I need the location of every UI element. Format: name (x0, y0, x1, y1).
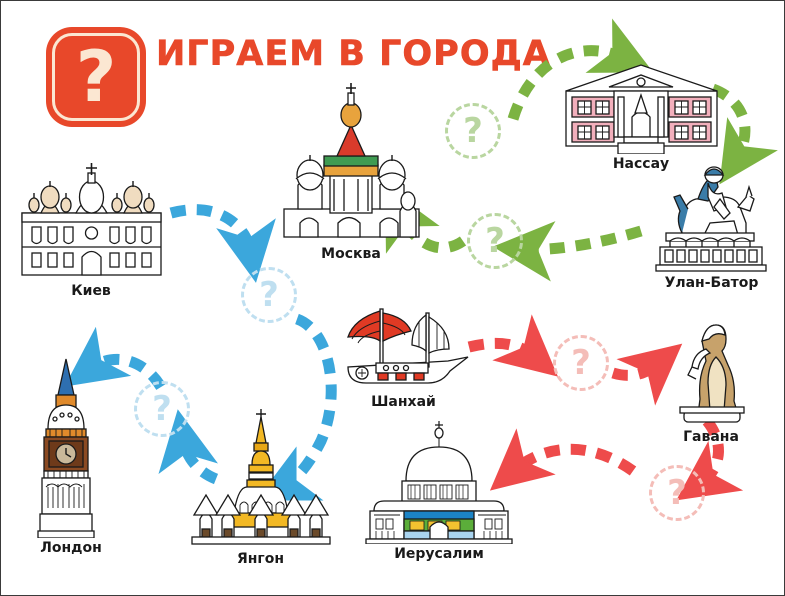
question-glyph: ? (485, 221, 505, 261)
dome-of-the-rock-icon (364, 421, 513, 544)
question-glyph: ? (463, 111, 483, 151)
city-node-kiev[interactable]: Киев (11, 161, 171, 299)
statue-icon (678, 324, 745, 423)
city-label: Лондон (40, 540, 102, 556)
arrow-ulanbator-to-slot (492, 221, 643, 282)
pagoda-icon (190, 409, 331, 545)
saint-basil-cathedral-icon (282, 83, 420, 238)
question-glyph: ? (152, 389, 172, 429)
city-node-moscow[interactable]: Москва (271, 79, 431, 262)
city-node-jerusalem[interactable]: Иерусалим (349, 419, 529, 562)
city-label: Иерусалим (394, 546, 484, 562)
question-glyph: ? (571, 343, 591, 383)
cathedral-icon (20, 163, 162, 276)
question-mark-logo-icon: ? (46, 27, 146, 127)
question-slot-green-2[interactable]: ? (467, 213, 523, 269)
parliament-building-icon (564, 64, 718, 154)
city-label: Москва (321, 246, 381, 262)
logo-question-glyph: ? (75, 36, 117, 118)
big-ben-icon (36, 358, 95, 538)
question-glyph: ? (259, 275, 279, 315)
question-slot-blue-2[interactable]: ? (134, 381, 190, 437)
arrow-shanghai-to-slot (467, 314, 558, 377)
arrow-kiev-to-slot (169, 204, 276, 283)
question-slot-red-1[interactable]: ? (553, 335, 609, 391)
city-node-yangon[interactable]: Янгон (183, 407, 338, 567)
page-title: ИГРАЕМ В ГОРОДА (156, 34, 551, 75)
city-node-london[interactable]: Лондон (11, 353, 131, 556)
city-label: Киев (71, 283, 111, 299)
question-glyph: ? (667, 473, 687, 513)
city-label: Улан-Батор (664, 275, 759, 291)
city-node-havana[interactable]: Гавана (651, 319, 771, 445)
city-label: Гавана (683, 429, 739, 445)
arrow-slot-to-jerusalem (489, 428, 637, 491)
question-slot-blue-1[interactable]: ? (241, 267, 297, 323)
equestrian-statue-icon (654, 166, 767, 272)
junk-boat-icon (346, 308, 468, 384)
city-label: Янгон (236, 551, 285, 567)
city-node-nassau[interactable]: Нассау (551, 59, 731, 172)
city-label: Шанхай (371, 394, 436, 410)
question-slot-green-1[interactable]: ? (445, 103, 501, 159)
city-node-ulanbator[interactable]: Улан-Батор (639, 153, 784, 291)
logo-inner-ring (52, 33, 140, 121)
city-node-shanghai[interactable]: Шанхай (331, 307, 476, 410)
city-label: Нассау (612, 156, 670, 172)
question-slot-red-2[interactable]: ? (649, 465, 705, 521)
